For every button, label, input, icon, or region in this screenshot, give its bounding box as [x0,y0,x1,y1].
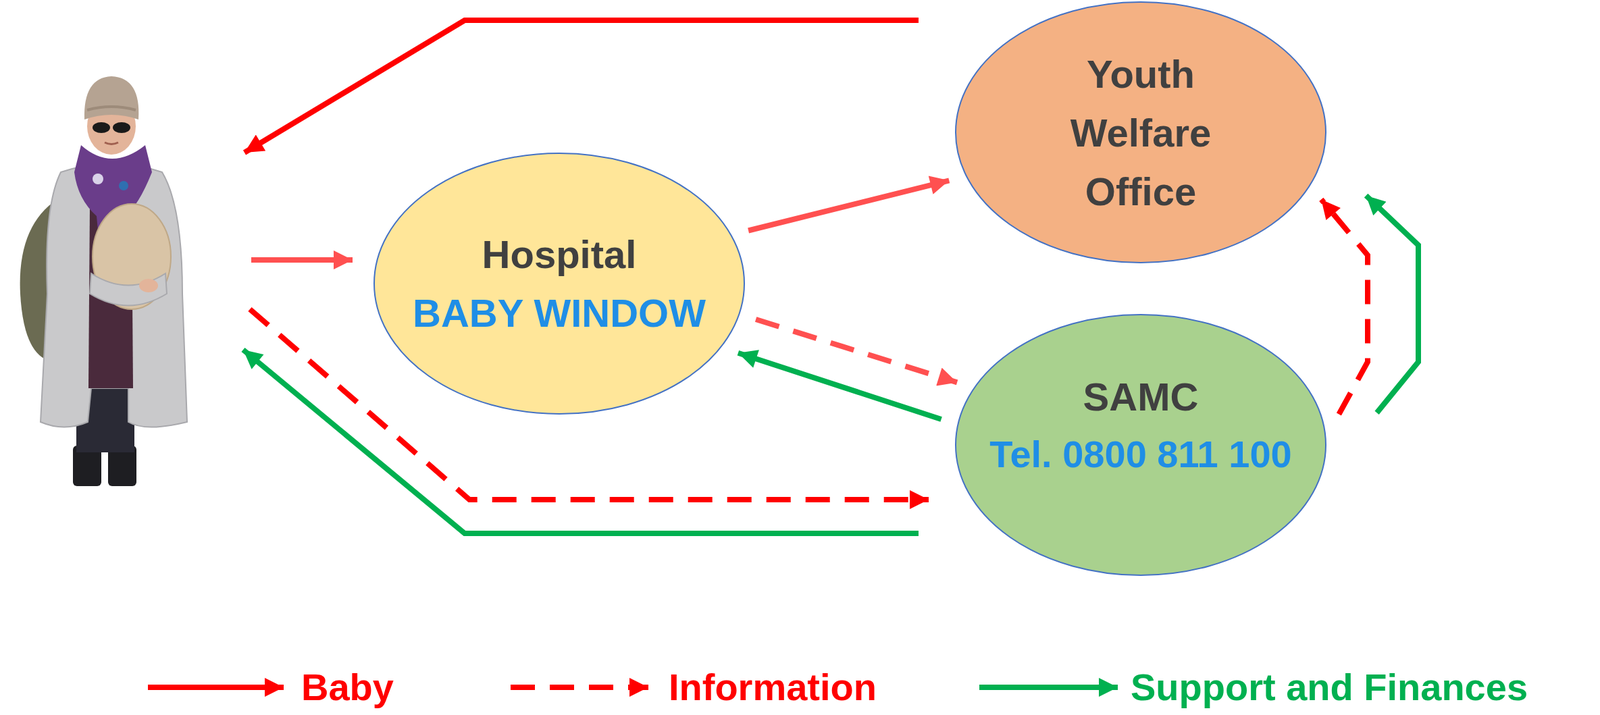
legend-label: Information [668,665,877,710]
legend-label: Baby [301,665,394,710]
node-label: BABY WINDOW [412,283,706,343]
node-label: Hospital [482,224,637,284]
node-text-group: SAMCTel. 0800 811 100 [955,293,1327,556]
legend-sample-support [979,684,1118,691]
node-label: Youth Welfare Office [1039,44,1243,221]
flow-arrow [738,353,942,420]
node-label: SAMC [1083,367,1199,427]
hat-rib [87,106,136,111]
mouth [104,142,119,145]
flow-arrow [755,319,958,383]
flow-arrow [1321,199,1368,415]
hand [139,278,159,293]
node-text-group: Youth Welfare Office [955,1,1327,264]
baby-arrow [251,257,353,263]
flow-arrow [1366,195,1419,414]
arm [89,273,167,306]
scarf-pattern [118,181,129,191]
node-text-group: HospitalBABY WINDOW [373,152,745,415]
scarf-pattern [92,173,104,185]
node-label: Tel. 0800 811 100 [989,426,1292,483]
sunglasses [92,122,111,134]
ellipse-node: SAMCTel. 0800 811 100 [955,314,1327,577]
ellipse-node: HospitalBABY WINDOW [373,152,745,415]
baby-arrow [244,20,919,153]
ellipse-shape [374,153,745,415]
mother-illustration [10,70,213,490]
sunglasses [112,122,131,134]
legend-sample-information [510,684,649,691]
legend-label: Support and Finances [1130,665,1528,710]
hat [84,76,139,120]
ellipse-shape [955,314,1326,576]
ellipse-shape [955,2,1326,263]
flow-arrow [748,180,949,231]
ellipse-outline [373,152,745,415]
ellipse-node: Youth Welfare Office [955,1,1327,264]
legend-sample-baby [147,684,284,691]
